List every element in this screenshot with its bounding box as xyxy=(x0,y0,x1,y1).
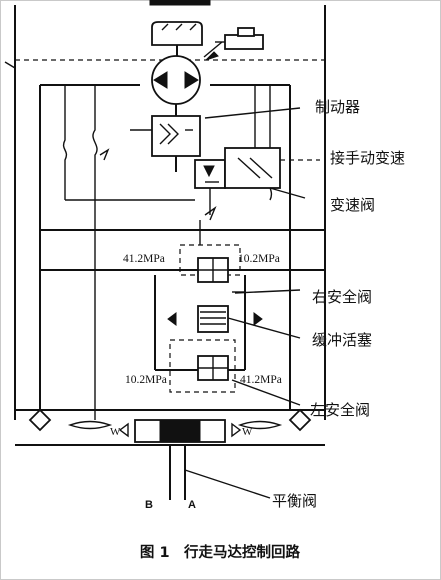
right-relief-valve xyxy=(197,257,301,294)
pressure-bottom-right: 41.2MPa xyxy=(240,374,282,386)
motor-top-component xyxy=(151,21,203,57)
figure-caption: 图 1 行走马达控制回路 xyxy=(140,543,301,561)
pressure-bottom-left: 10.2MPa xyxy=(125,374,167,386)
cropped-heading-remnant xyxy=(149,0,211,6)
label-shift-valve: 变速阀 xyxy=(330,196,375,214)
label-right-relief: 右安全阀 xyxy=(312,288,372,306)
pilot-valve-top xyxy=(203,27,264,61)
label-balance-valve: 平衡阀 xyxy=(272,492,317,510)
pressure-top-right: 10.2MPa xyxy=(238,253,280,265)
pressure-top-left: 41.2MPa xyxy=(123,253,165,265)
port-b: B xyxy=(145,499,153,511)
shift-valve-component xyxy=(194,147,320,221)
spring-mark-right: W xyxy=(242,426,253,438)
left-relief-valve xyxy=(197,355,301,406)
label-buffer-piston: 缓冲活塞 xyxy=(312,331,372,349)
brake-component xyxy=(151,107,301,172)
travel-motor-symbol xyxy=(151,55,201,116)
spring-mark-left: W xyxy=(110,426,121,438)
relief-valve-block xyxy=(40,220,325,393)
buffer-piston xyxy=(167,305,301,339)
port-a: A xyxy=(188,499,196,511)
label-manual-shift: 接手动变速 xyxy=(330,149,405,167)
label-left-relief: 左安全阀 xyxy=(310,401,370,419)
balance-valve xyxy=(118,419,271,500)
label-brake: 制动器 xyxy=(315,98,360,116)
